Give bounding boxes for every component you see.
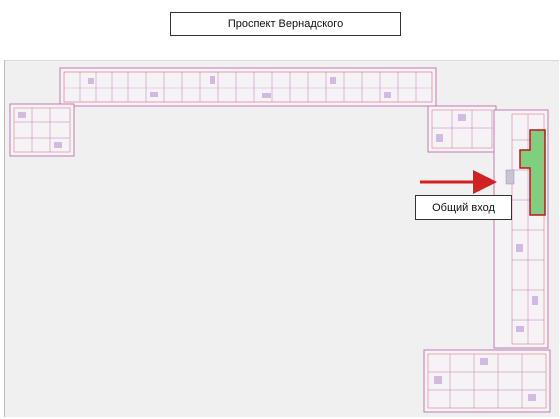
building-wing-north (59, 67, 437, 107)
building-wing-southeast (423, 349, 551, 413)
building-wing-west (9, 103, 75, 157)
street-name-label: Проспект Вернадского (170, 12, 401, 36)
building-wing-northeast (427, 105, 497, 153)
entrance-highlight-zone (519, 129, 546, 216)
entrance-label: Общий вход (415, 195, 512, 220)
